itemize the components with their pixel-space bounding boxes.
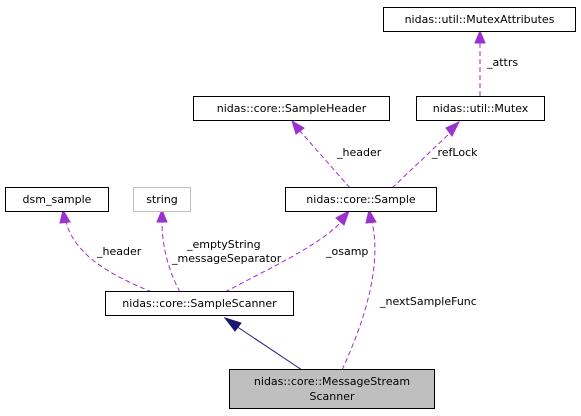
node-dsm-sample[interactable]: dsm_sample <box>5 187 109 212</box>
edge-ref-lock-arrowhead <box>445 120 461 137</box>
node-message-stream-scanner-label-line1: nidas::core::MessageStream <box>254 375 410 388</box>
edge-header-sample: _header <box>291 119 382 189</box>
node-sample-header-box <box>193 96 390 121</box>
edge-label-empty-string: _emptyString <box>186 238 261 251</box>
node-message-stream-scanner: nidas::core::MessageStream Scanner <box>229 369 435 409</box>
edge-next-sample-func: _nextSampleFunc <box>341 208 477 371</box>
edge-inheritance <box>223 317 303 371</box>
node-message-stream-scanner-box <box>229 369 435 409</box>
edge-string-arrowhead <box>156 208 168 223</box>
edge-osamp-line <box>224 221 342 293</box>
edge-attrs: _attrs <box>474 29 518 96</box>
node-string: string <box>133 187 191 212</box>
edge-inheritance-arrowhead <box>223 317 242 332</box>
node-string-label: string <box>146 193 178 206</box>
node-sample-scanner-label: nidas::core::SampleScanner <box>122 297 277 310</box>
node-mutex-attributes[interactable]: nidas::util::MutexAttributes <box>383 7 576 32</box>
node-sample[interactable]: nidas::core::Sample <box>285 187 437 212</box>
edge-label-message-separator: _messageSeparator <box>171 252 282 265</box>
edge-label-attrs: _attrs <box>486 56 518 69</box>
edge-osamp-arrowhead <box>335 209 350 226</box>
edge-header-scanner-line <box>65 221 153 293</box>
node-dsm-sample-label: dsm_sample <box>23 193 92 206</box>
edge-label-header-scanner: _header <box>96 245 142 258</box>
node-sample-header-label: nidas::core::SampleHeader <box>217 102 367 115</box>
edge-ref-lock: _refLock <box>391 120 478 189</box>
edge-osamp: _osamp <box>224 209 368 293</box>
edge-inheritance-line <box>235 325 303 371</box>
edge-label-osamp: _osamp <box>325 245 368 258</box>
node-string-box <box>133 187 191 212</box>
edge-header-sample-arrowhead <box>291 119 305 135</box>
edge-string-line <box>161 221 181 293</box>
edge-string: _emptyString _messageSeparator <box>156 208 282 293</box>
node-mutex-label: nidas::util::Mutex <box>433 102 529 115</box>
node-sample-label: nidas::core::Sample <box>306 193 416 206</box>
node-mutex[interactable]: nidas::util::Mutex <box>416 96 545 121</box>
node-mutex-attributes-box <box>383 7 576 32</box>
edge-attrs-arrowhead <box>474 29 486 44</box>
node-dsm-sample-box <box>5 187 109 212</box>
edge-ref-lock-line <box>391 131 452 189</box>
edge-header-scanner: _header <box>59 208 153 293</box>
edge-header-sample-line <box>299 130 351 189</box>
node-sample-scanner[interactable]: nidas::core::SampleScanner <box>105 291 294 316</box>
edge-next-sample-func-arrowhead <box>365 208 377 224</box>
node-sample-box <box>285 187 437 212</box>
node-message-stream-scanner-label-line2: Scanner <box>309 390 354 403</box>
edge-label-next-sample-func: _nextSampleFunc <box>379 295 477 308</box>
node-mutex-box <box>416 96 545 121</box>
edge-label-header-sample: _header <box>336 146 382 159</box>
edge-header-scanner-arrowhead <box>59 208 71 224</box>
edge-label-ref-lock: _refLock <box>431 146 478 159</box>
node-sample-header[interactable]: nidas::core::SampleHeader <box>193 96 390 121</box>
node-sample-scanner-box <box>105 291 294 316</box>
edge-next-sample-func-line <box>341 221 376 371</box>
node-mutex-attributes-label: nidas::util::MutexAttributes <box>405 13 555 26</box>
